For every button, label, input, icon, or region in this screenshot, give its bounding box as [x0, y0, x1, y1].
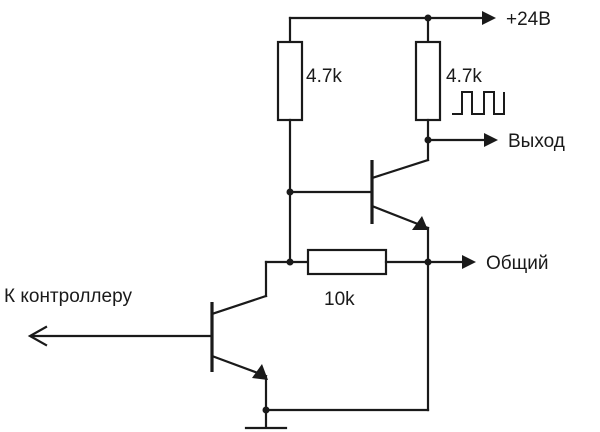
- q1-base-junction: [286, 188, 294, 196]
- resistor-r1-label: 4.7k: [306, 66, 342, 87]
- square-wave-icon: [452, 91, 505, 115]
- output-arrow-icon: [484, 133, 498, 147]
- supply-arrow-icon: [482, 11, 496, 25]
- controller-line: [27, 325, 214, 347]
- controller-label: К контроллеру: [4, 286, 132, 307]
- q1-emitter-arrow-icon: [412, 216, 428, 230]
- q2-emitter-arrow-icon: [252, 364, 268, 380]
- output-line: [424, 133, 498, 147]
- controller-arrow-icon: [27, 325, 48, 347]
- common-arrow-icon: [462, 255, 476, 269]
- transistor-q1: [286, 158, 430, 412]
- transistor-q2: [210, 260, 430, 428]
- resistor-r3: [286, 248, 476, 276]
- supply-rail: [288, 11, 496, 25]
- resistor-r1: [276, 16, 304, 264]
- q2-emitter-junction: [262, 406, 270, 414]
- resistor-r2-label: 4.7k: [446, 66, 482, 87]
- resistor-r2: [414, 16, 442, 162]
- resistor-r3-label: 10k: [324, 289, 355, 310]
- output-label: Выход: [508, 131, 565, 152]
- r3-right-junction: [424, 258, 432, 266]
- supply-label: +24В: [506, 9, 551, 30]
- output-junction: [424, 136, 432, 144]
- common-label: Общий: [486, 253, 549, 274]
